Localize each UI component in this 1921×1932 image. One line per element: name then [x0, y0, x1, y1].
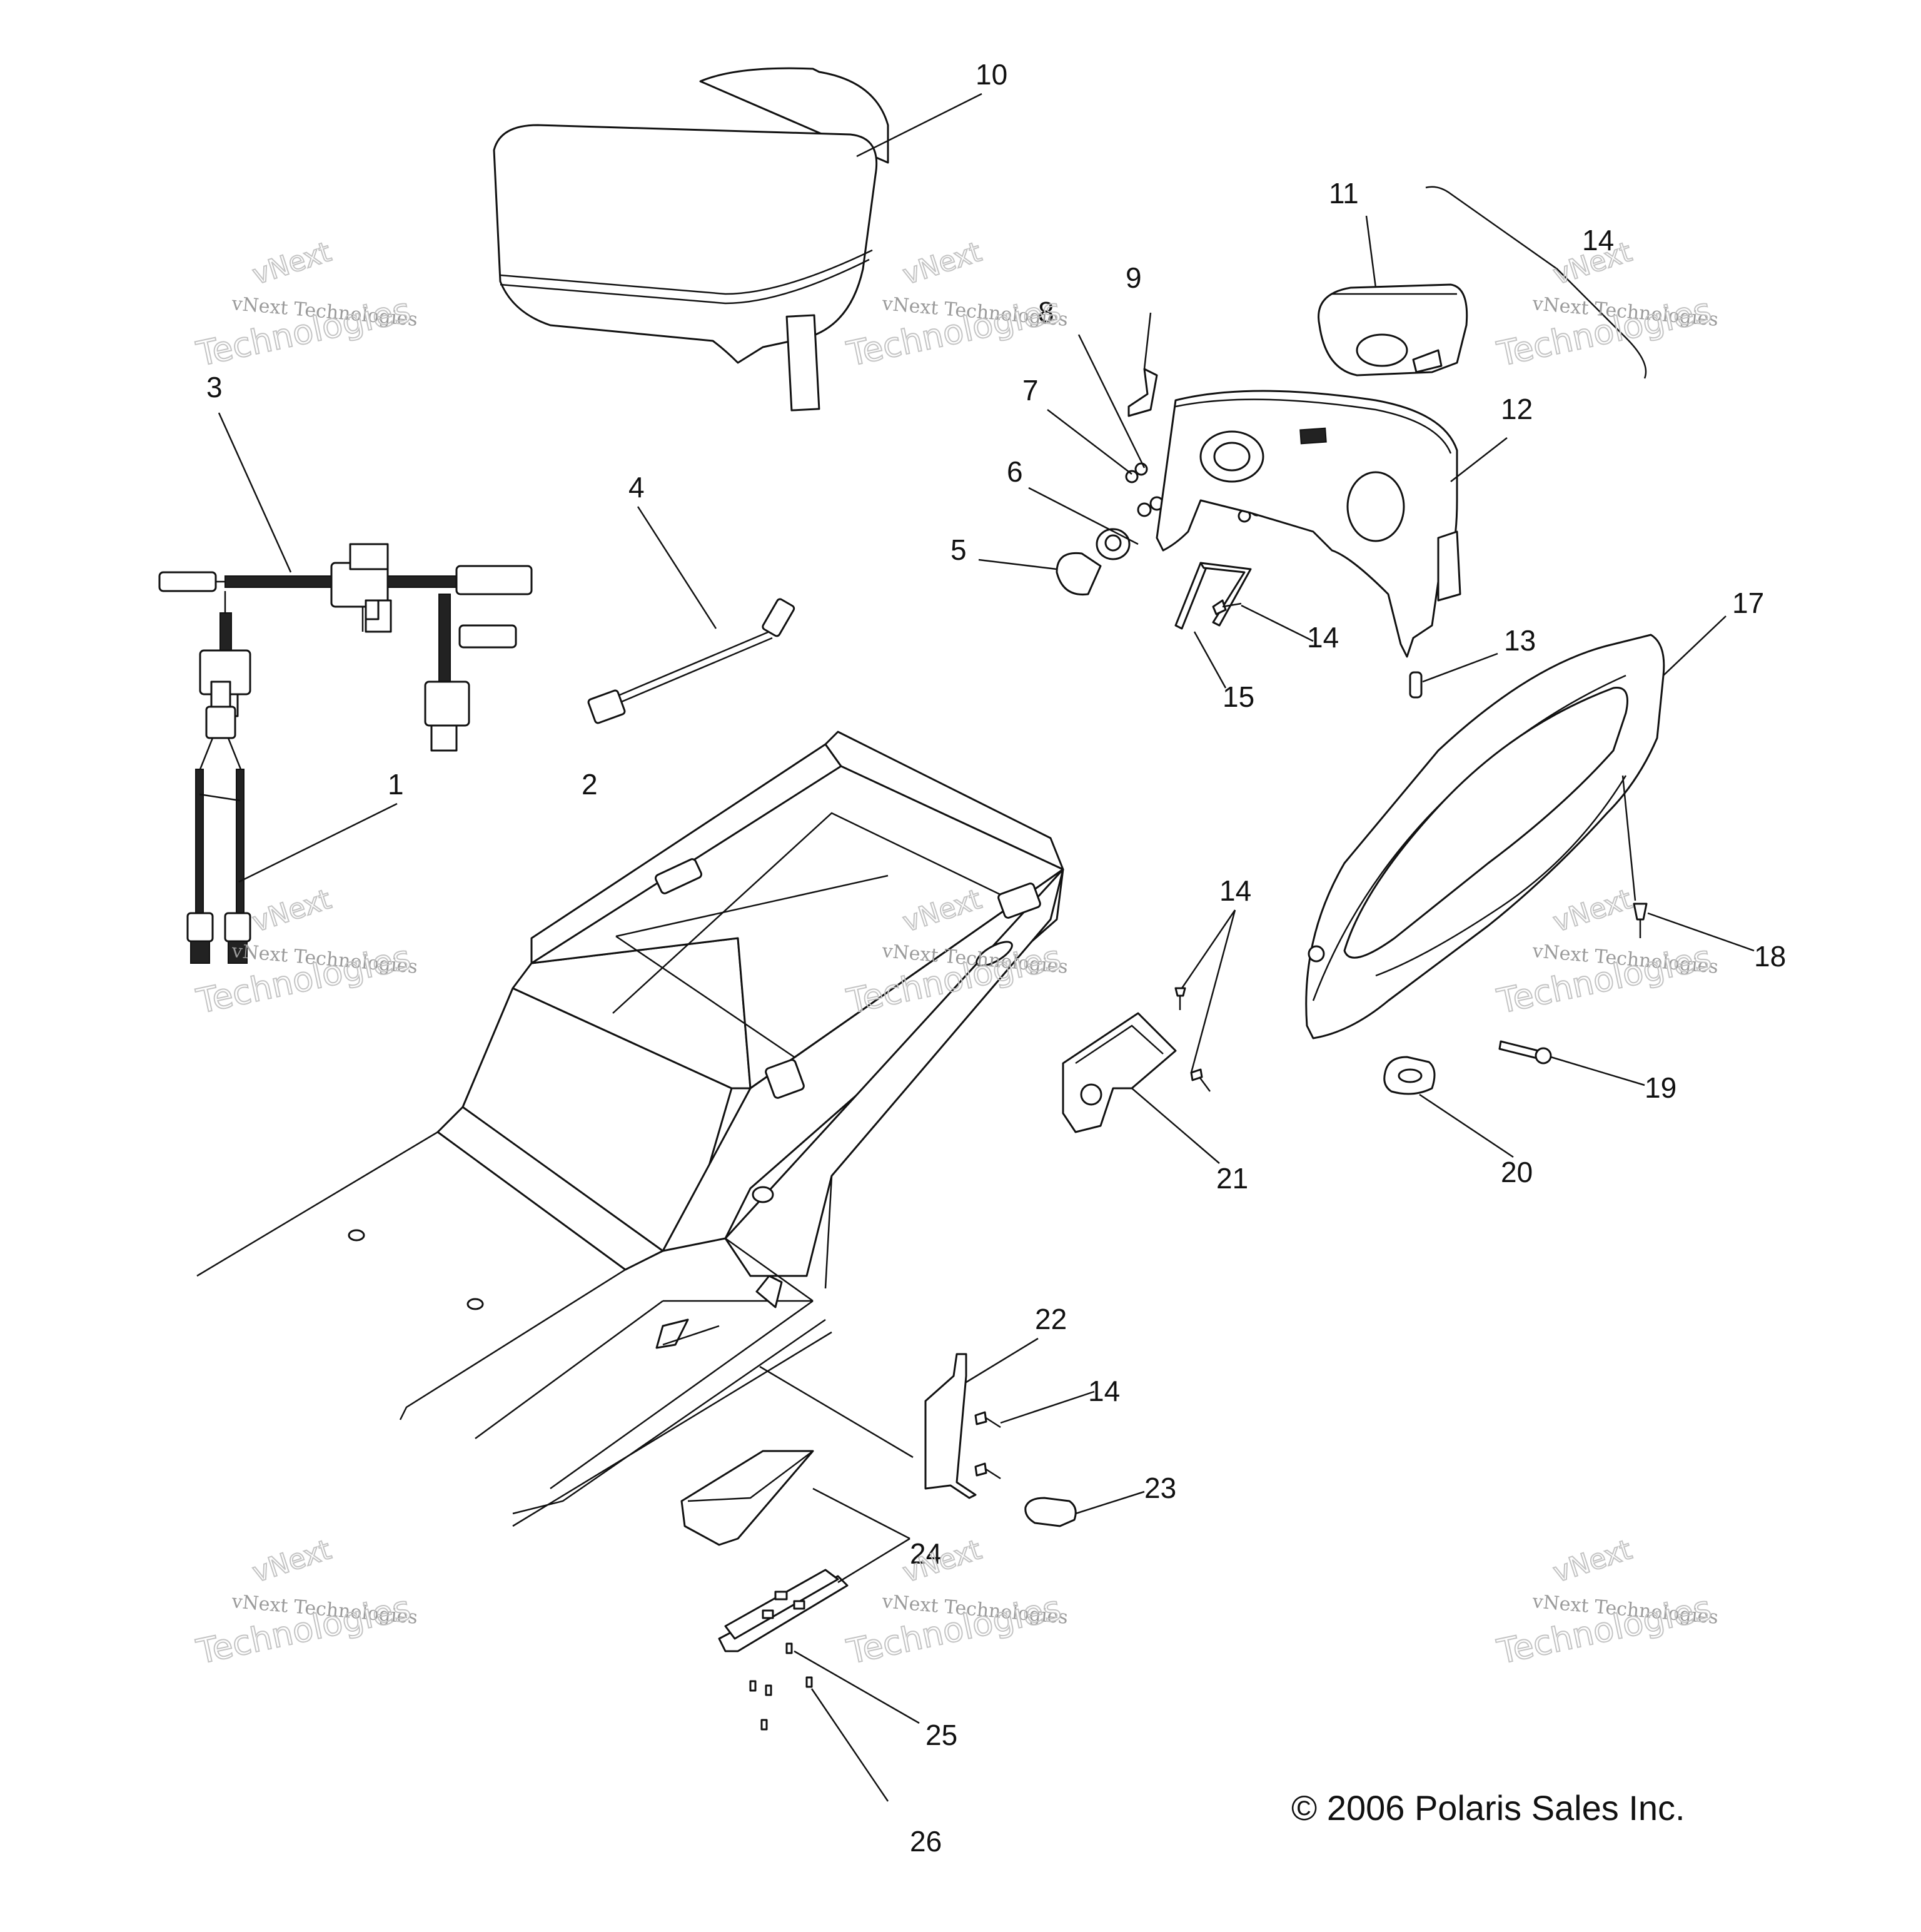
callout-21: 21: [1216, 1162, 1248, 1195]
svg-text:vNext: vNext: [249, 883, 335, 938]
callout-12: 12: [1501, 393, 1533, 425]
watermark-r3c1: vNext vNext Technologies Technologies: [193, 1533, 419, 1672]
callout-17: 17: [1732, 587, 1764, 619]
callout-2: 2: [582, 768, 598, 801]
watermark-r2c3: vNext vNext Technologies Technologies: [1493, 883, 1720, 1022]
svg-text:vNext: vNext: [249, 236, 335, 291]
wiring-harness-part: [158, 543, 533, 752]
callout-3: 3: [206, 371, 223, 403]
headlight-lens-part: [1318, 283, 1468, 377]
callout-5: 5: [950, 534, 967, 566]
callout-25: 25: [925, 1719, 957, 1751]
callout-23: 23: [1144, 1472, 1176, 1504]
strap-bracket-part: [924, 1353, 977, 1499]
headlight-housing-part: [1156, 390, 1461, 658]
callout-22: 22: [1035, 1303, 1067, 1335]
callout-16: 14: [1582, 224, 1614, 256]
wire-bracket-part: [1174, 562, 1252, 630]
watermark-r3c3: vNext vNext Technologies Technologies: [1493, 1533, 1720, 1672]
callout-13: 13: [1504, 624, 1536, 657]
watermark-r1c2: vNext vNext Technologies Technologies: [843, 235, 1069, 375]
svg-text:vNext: vNext: [1550, 883, 1636, 938]
callout-9: 9: [1126, 261, 1142, 294]
bulb-socket-part: [1056, 528, 1131, 596]
callout-14-low: 14: [1088, 1375, 1120, 1407]
seat-cushion-part: [493, 67, 889, 412]
callout-18: 18: [1754, 940, 1786, 973]
screw-14-part: [974, 599, 1242, 1480]
cap-23-part: [1024, 1497, 1077, 1527]
callout-10: 10: [976, 58, 1007, 91]
push-pin-part: [1409, 671, 1423, 699]
clip-part: [1127, 368, 1158, 417]
callout-19: 19: [1645, 1071, 1676, 1104]
callout-1: 1: [388, 768, 404, 801]
callout-4: 4: [628, 471, 645, 503]
chassis-frame-part: [196, 731, 1064, 1527]
callout-7: 7: [1022, 374, 1039, 407]
callout-14-mid: 14: [1219, 874, 1251, 907]
grommet-20-part: [1383, 1056, 1436, 1095]
watermark-r1c1: vNext vNext Technologies Technologies: [193, 235, 419, 375]
callout-8: 8: [1038, 296, 1054, 328]
watermark-r2c1: vNext vNext Technologies Technologies: [193, 883, 419, 1022]
callout-14-top: 14: [1307, 621, 1339, 654]
screw-25-26-part: [749, 1642, 813, 1731]
callout-24: 24: [910, 1537, 942, 1570]
svg-text:vNext: vNext: [899, 236, 986, 291]
lens-assembly-bracket: [1425, 186, 1647, 379]
bolt-19-part: [1498, 1040, 1552, 1065]
footrest-part: [680, 1450, 849, 1652]
callout-labels: 10 3 1 4 2 6 5 7 8 9 11 14 12 13 14 15 1…: [206, 58, 1786, 1858]
svg-text:vNext: vNext: [1550, 1534, 1636, 1589]
mount-bracket-part: [1062, 1012, 1177, 1133]
jumper-harness-part: [186, 680, 251, 964]
watermark-r1c3: vNext vNext Technologies Technologies: [1493, 235, 1720, 375]
callout-15: 15: [1223, 680, 1254, 713]
watermark-r3c2: vNext vNext Technologies Technologies: [843, 1533, 1069, 1672]
callout-20: 20: [1501, 1156, 1533, 1188]
callout-11: 11: [1329, 177, 1359, 210]
copyright-notice: © 2006 Polaris Sales Inc.: [1291, 1788, 1685, 1828]
callout-26: 26: [910, 1825, 942, 1858]
leader-lines: [218, 93, 1755, 1802]
svg-text:vNext: vNext: [249, 1534, 335, 1589]
fastener-18-part: [1633, 903, 1648, 938]
callout-6: 6: [1007, 455, 1023, 488]
pigtail-harness-part: [587, 598, 795, 724]
